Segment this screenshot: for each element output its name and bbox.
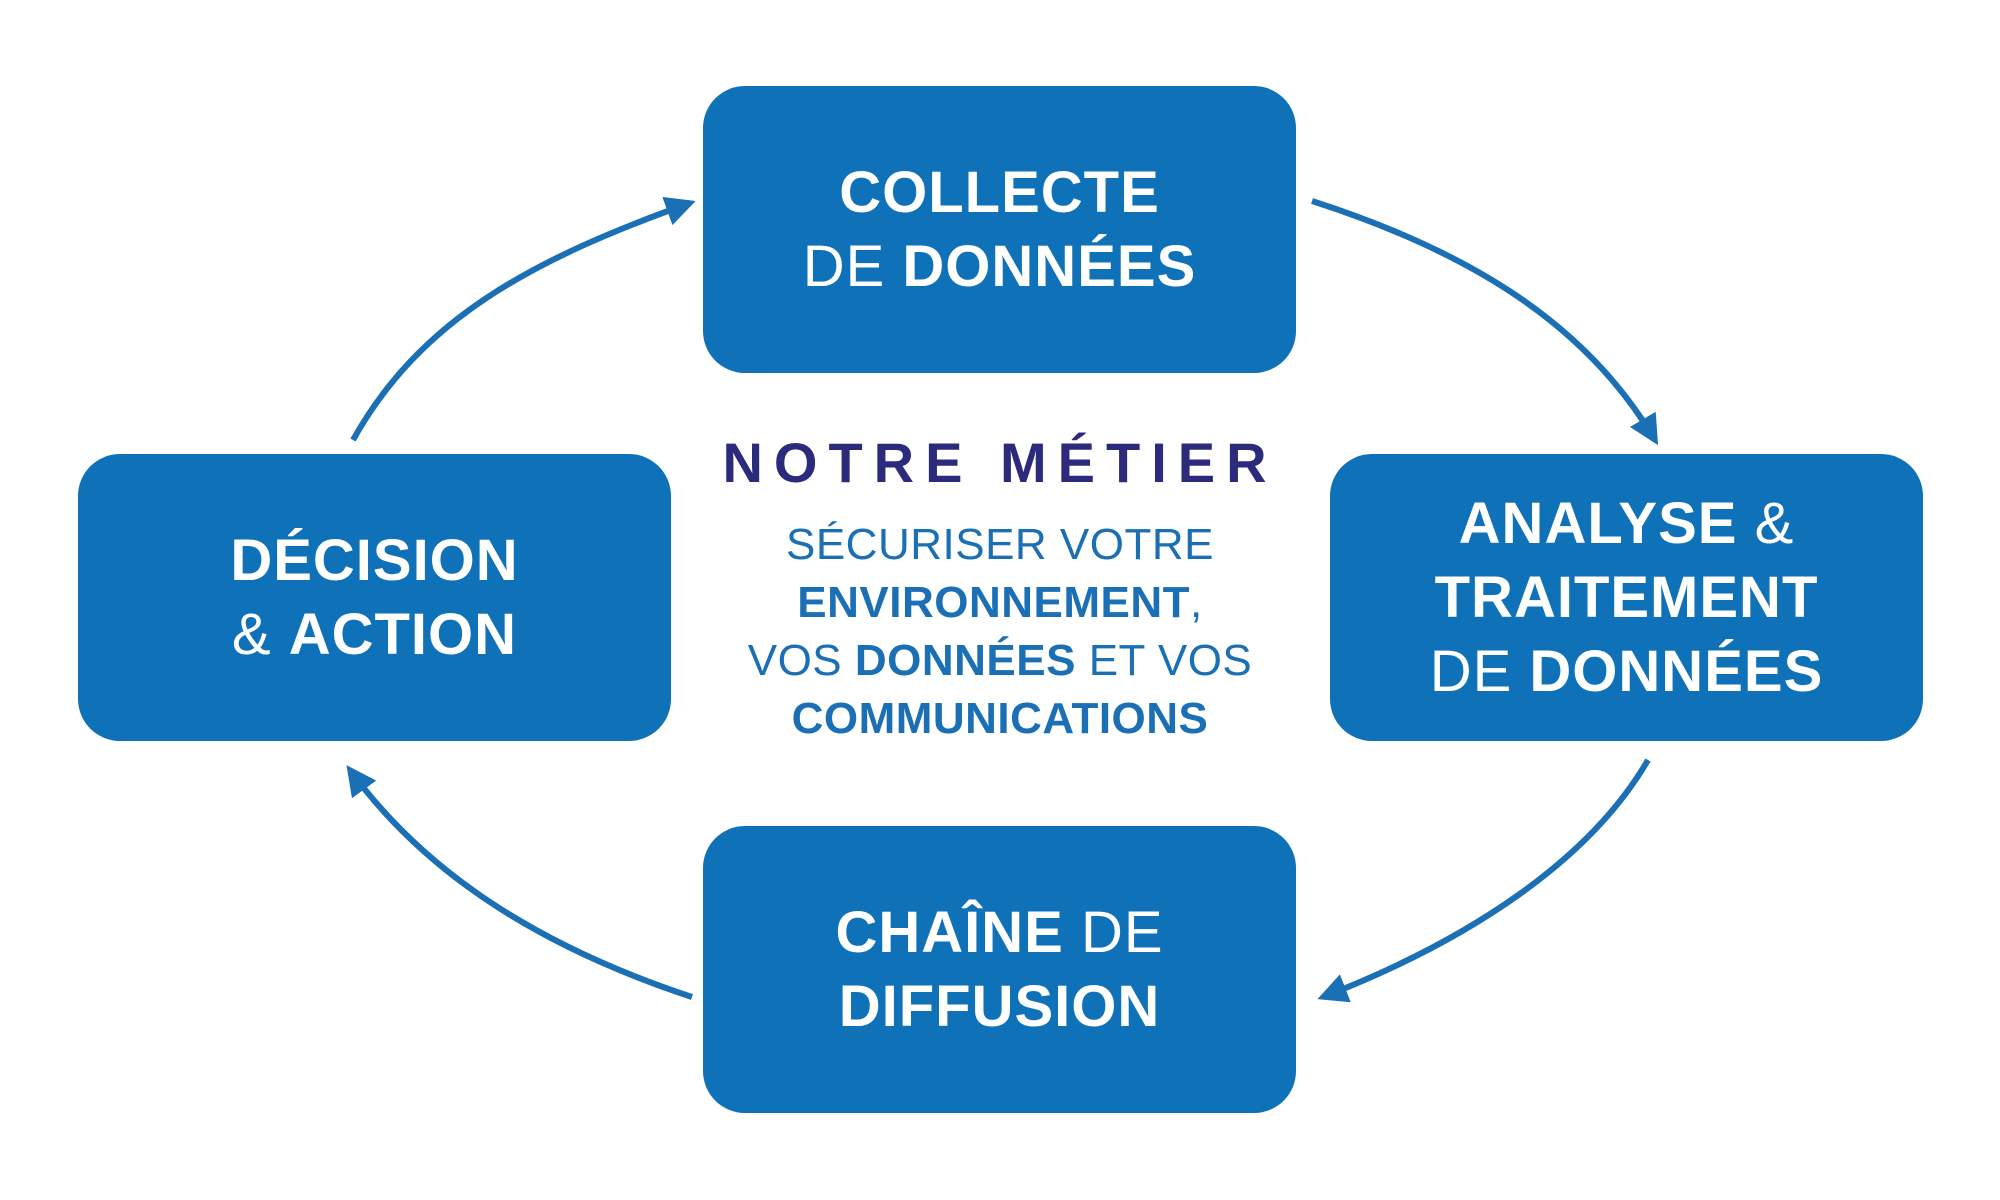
arrow-analyse-to-chaine [1317,758,1651,1003]
center-line-3: VOS DONNÉES ET VOS [660,632,1340,690]
donnees-word: DONNÉES [1529,638,1824,704]
center-line-1: SÉCURISER VOTRE [785,520,1214,569]
decision-word: DÉCISION [230,527,519,593]
box-analyse-line-1: ANALYSE & [1459,487,1795,561]
center-line-4: COMMUNICATIONS [660,690,1340,748]
arrow-chaine-to-decision [346,765,693,1000]
box-collecte-de-donnees: COLLECTE DE DONNÉES [703,86,1296,373]
box-chaine-de-diffusion: CHAÎNE DE DIFFUSION [703,826,1296,1113]
de-word: DE [802,233,903,299]
center-line-2: ENVIRONNEMENT, [660,574,1340,632]
collecte-word: COLLECTE [839,159,1160,225]
de-word: DE [1063,899,1164,965]
ampersand: & [1737,490,1795,556]
de-word: DE [1429,638,1530,704]
traitement-word: TRAITEMENT [1434,564,1819,630]
box-collecte-line-2: DE DONNÉES [803,230,1197,304]
box-analyse-line-2: TRAITEMENT [1435,561,1819,635]
box-decision-line-1: DÉCISION [230,524,518,598]
donnees-word: DONNÉES [854,636,1076,685]
box-decision-action: DÉCISION & ACTION [78,454,671,741]
chaine-word: CHAÎNE [835,899,1064,965]
donnees-word: DONNÉES [902,233,1197,299]
diffusion-word: DIFFUSION [838,973,1161,1039]
et-vos-words: ET VOS [1075,636,1253,685]
ampersand: & [231,601,289,667]
box-analyse-line-3: DE DONNÉES [1430,635,1824,709]
box-decision-line-2: & ACTION [232,598,517,672]
box-chaine-line-1: CHAÎNE DE [835,896,1163,970]
analyse-word: ANALYSE [1458,490,1738,556]
center-description: SÉCURISER VOTRE ENVIRONNEMENT, VOS DONNÉ… [660,516,1340,748]
arrow-collecte-to-analyse [1311,198,1659,446]
action-word: ACTION [288,601,518,667]
center-title: NOTRE MÉTIER [722,431,1278,494]
vos-word: VOS [747,636,855,685]
arrow-decision-to-collecte [350,196,696,442]
communications-word: COMMUNICATIONS [791,694,1209,743]
comma: , [1190,578,1203,627]
center-text: NOTRE MÉTIER SÉCURISER VOTRE ENVIRONNEME… [660,428,1340,748]
box-chaine-line-2: DIFFUSION [839,970,1161,1044]
box-analyse-traitement: ANALYSE & TRAITEMENT DE DONNÉES [1330,454,1923,741]
box-collecte-line-1: COLLECTE [839,156,1160,230]
environnement-word: ENVIRONNEMENT [797,578,1190,627]
